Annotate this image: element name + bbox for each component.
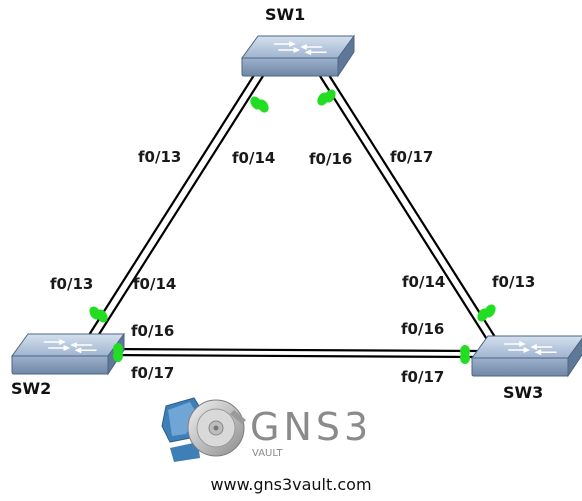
port-dot-sw3-f0-17	[460, 352, 470, 364]
port-dot-sw2-f0-14	[96, 309, 108, 323]
link-sw2-sw3	[107, 347, 479, 359]
gns3-vault-text: VAULT	[252, 448, 283, 459]
website-url[interactable]: www.gns3vault.com	[210, 475, 372, 494]
gns3-brand-text: GNS3	[250, 405, 373, 449]
port-label-sw1-f0-13: f0/13	[138, 148, 182, 166]
switch-label-sw1: SW1	[265, 5, 306, 24]
port-label-sw2-f0-13: f0/13	[50, 275, 94, 293]
port-label-sw1-f0-14: f0/14	[232, 149, 276, 167]
port-label-sw2-f0-14: f0/14	[133, 275, 177, 293]
link-sw2-sw3-f0-17	[107, 353, 479, 359]
link-sw2-sw3-f0-16	[107, 347, 479, 353]
gns3-logo-icon	[161, 397, 246, 462]
port-label-sw3-f0-17: f0/17	[401, 368, 445, 386]
port-dot-sw1-f0-14	[257, 99, 269, 113]
port-dot-sw1-f0-17	[324, 89, 336, 103]
port-label-sw1-f0-17: f0/17	[390, 148, 434, 166]
link-sw1-sw2-f0-14	[95, 75, 264, 340]
port-label-sw3-f0-16: f0/16	[401, 320, 445, 338]
port-label-sw2-f0-17: f0/17	[131, 364, 175, 382]
link-sw1-sw3	[319, 71, 496, 342]
switch-label-sw3: SW3	[503, 383, 544, 402]
port-dots	[89, 89, 496, 364]
link-sw1-sw3-f0-16	[319, 75, 489, 342]
port-label-sw2-f0-16: f0/16	[131, 322, 175, 340]
switch-icon-sw2[interactable]	[11, 332, 125, 376]
port-dot-sw2-f0-17	[113, 350, 123, 362]
switch-icon-sw3[interactable]	[471, 335, 582, 378]
switch-icon-sw1[interactable]	[241, 34, 355, 78]
port-label-sw1-f0-16: f0/16	[309, 150, 353, 168]
link-sw1-sw3-f0-17	[326, 71, 496, 338]
link-sw1-sw2-f0-13	[88, 71, 257, 336]
port-dot-sw3-f0-13	[484, 304, 496, 318]
switch-label-sw2: SW2	[11, 379, 52, 398]
port-label-sw3-f0-14: f0/14	[402, 273, 446, 291]
port-label-sw3-f0-13: f0/13	[492, 273, 536, 291]
link-sw1-sw2	[88, 71, 264, 340]
